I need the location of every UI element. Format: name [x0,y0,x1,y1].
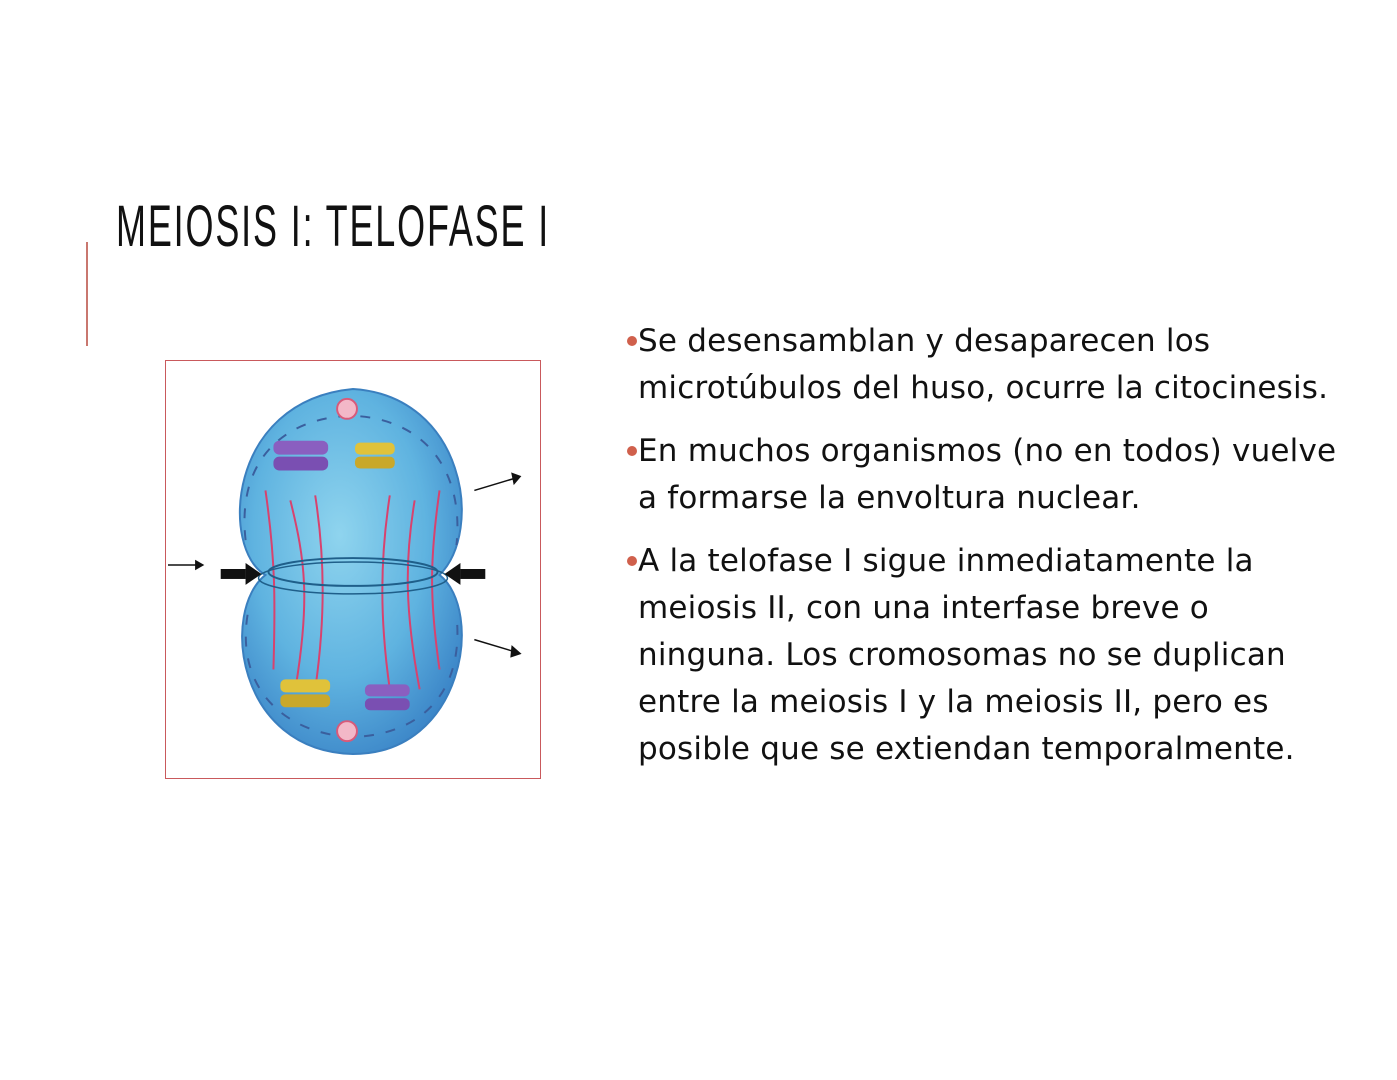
bullet-item: A la telofase I sigue inmediatamente la … [624,538,1344,773]
arrow-left-icon [444,563,486,585]
bullet-item: En muchos organismos (no en todos) vuelv… [624,428,1344,522]
cell-illustration-icon [167,387,522,756]
slide-title: MEIOSIS I: TELOFASE I [116,194,551,259]
bullet-list: Se desensamblan y desaparecen los microt… [624,318,1344,789]
bullet-dot-icon [627,446,637,456]
bullet-item: Se desensamblan y desaparecen los microt… [624,318,1344,412]
bullet-dot-icon [627,336,637,346]
arrow-right-icon [220,563,262,585]
bullet-dot-icon [627,556,637,566]
title-accent-line [86,242,88,346]
telophase-figure [165,360,541,779]
